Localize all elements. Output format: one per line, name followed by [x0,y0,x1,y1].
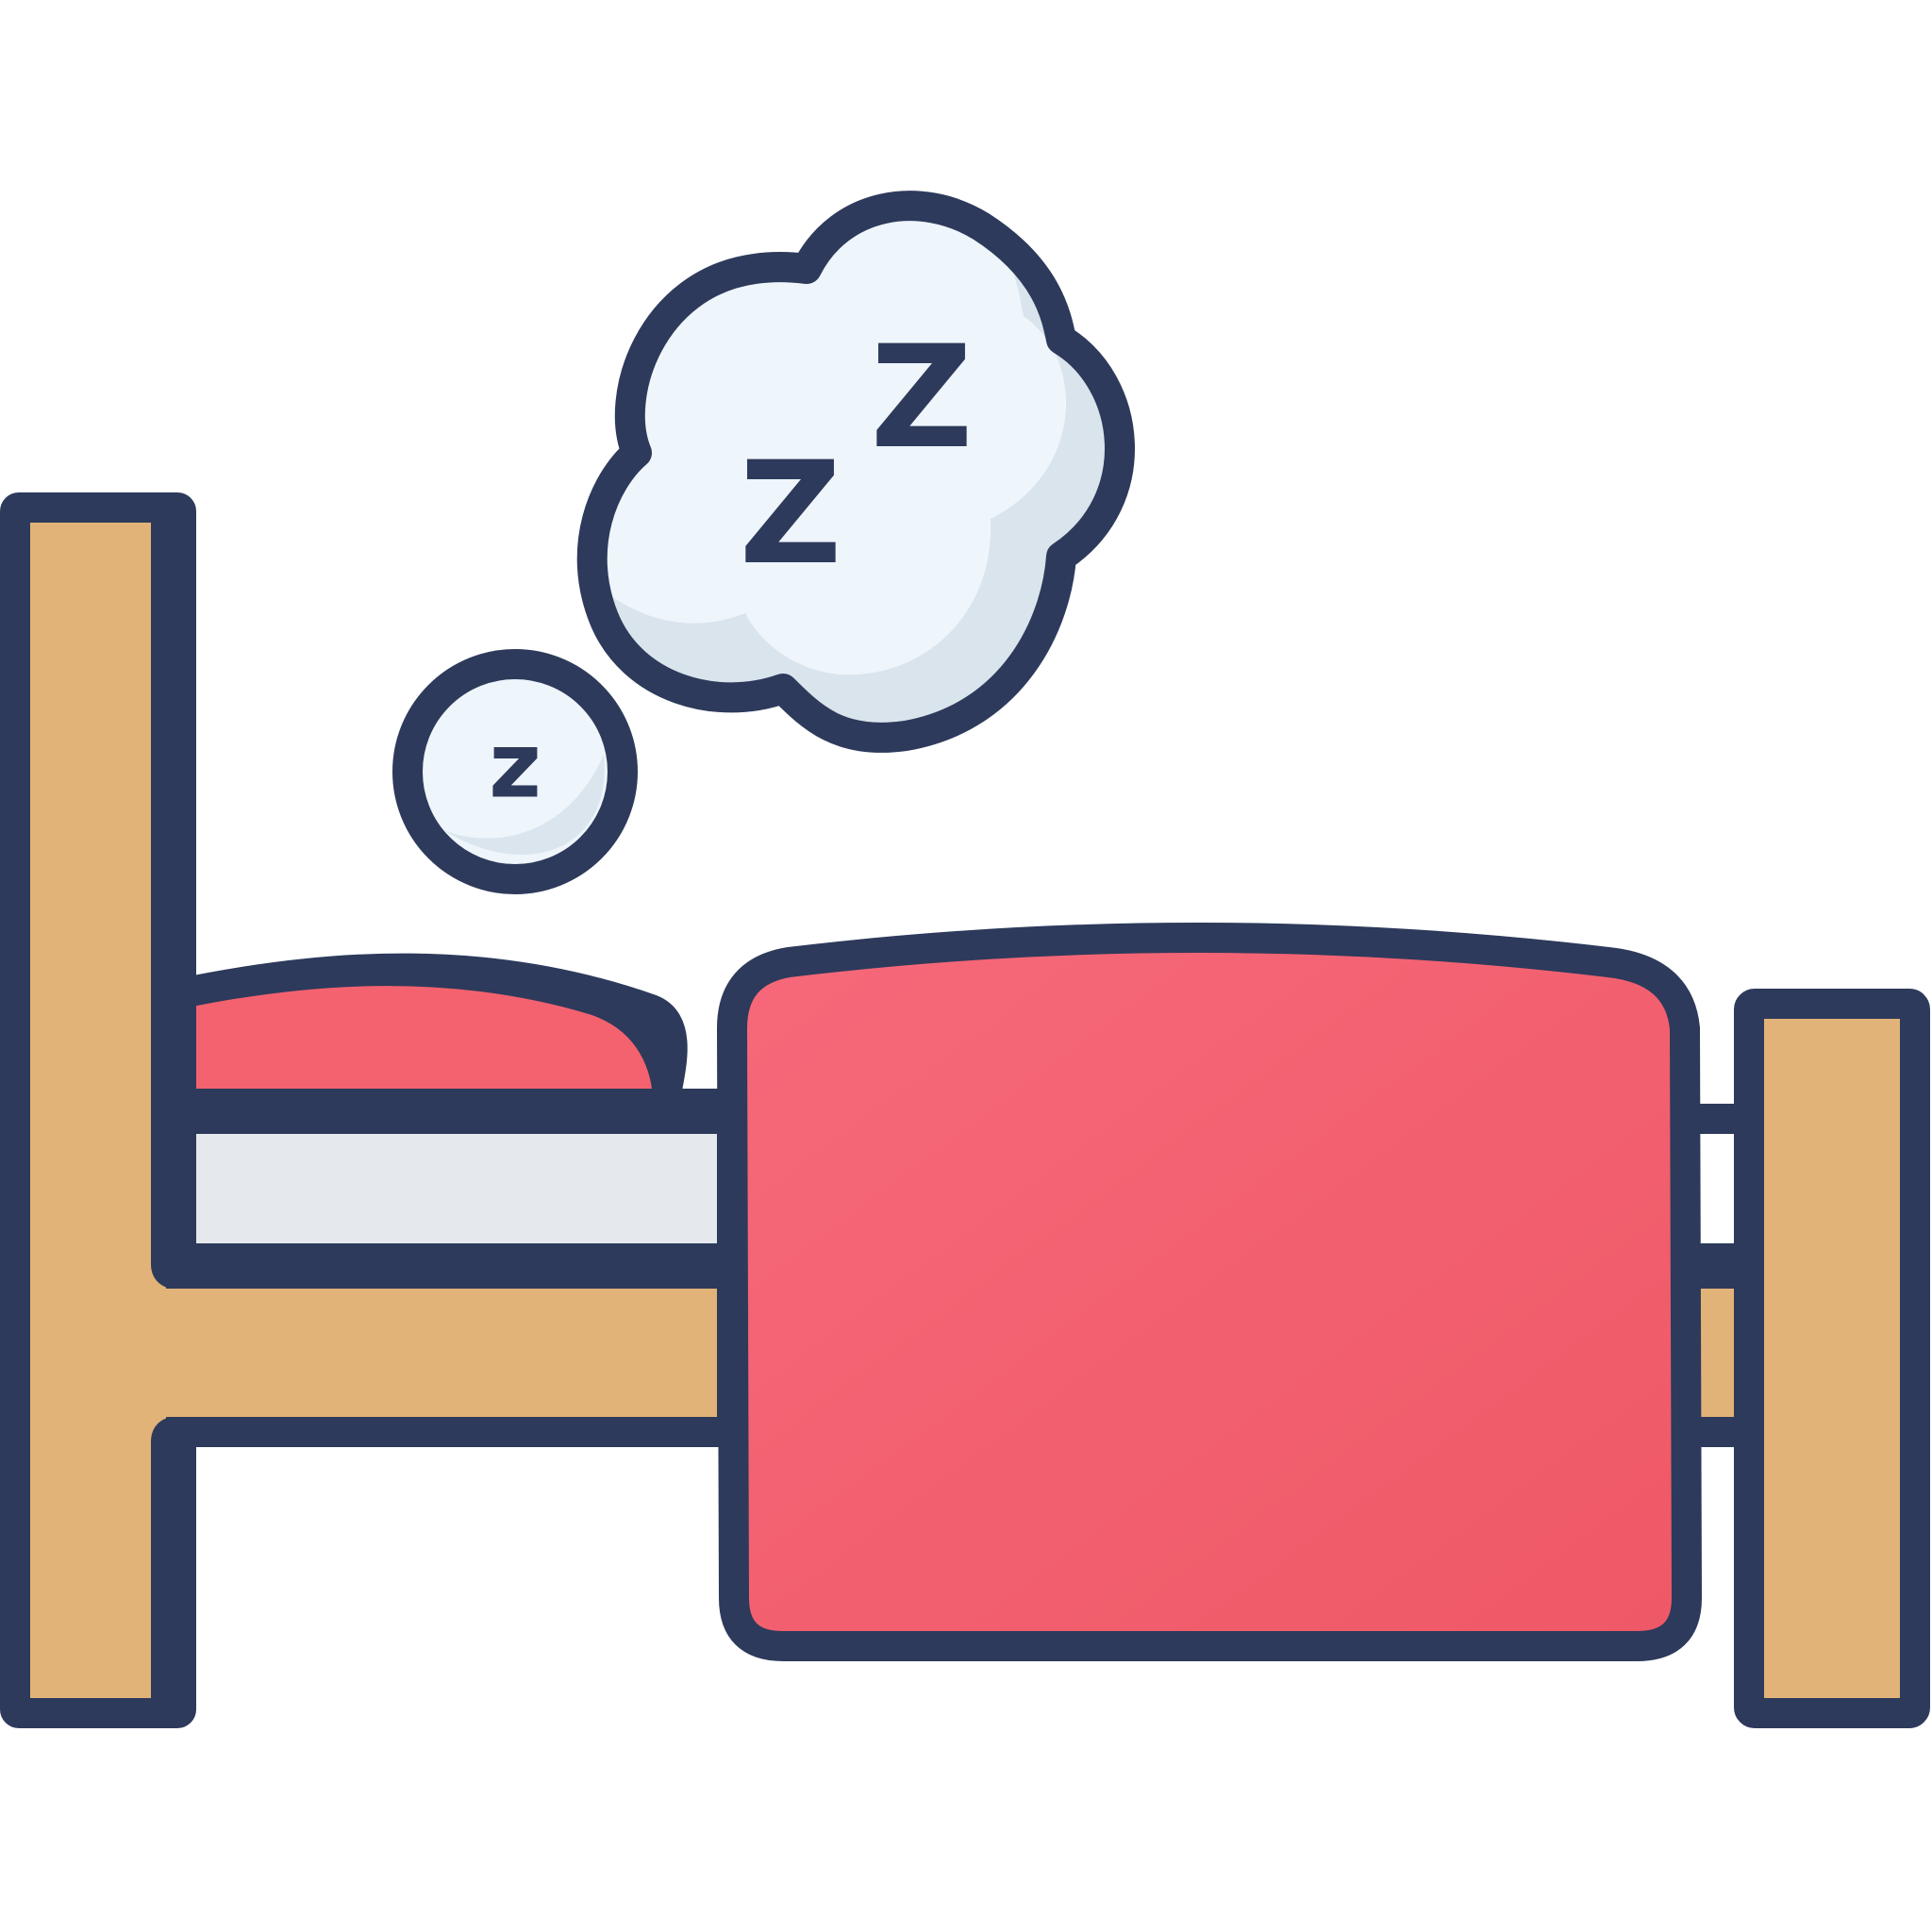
sleep-letter-first: Z [740,432,842,596]
sleep-letter-small: z [489,712,541,818]
cloud-thought-bubble: Z Z [576,191,1135,753]
small-thought-bubble: z [392,649,638,894]
mattress [166,1104,747,1274]
blanket [717,923,1702,1661]
sleep-letter-second: Z [871,316,974,480]
footboard [1660,989,1930,1728]
footboard-post [1734,989,1930,1728]
side-rail-left [151,1258,747,1447]
